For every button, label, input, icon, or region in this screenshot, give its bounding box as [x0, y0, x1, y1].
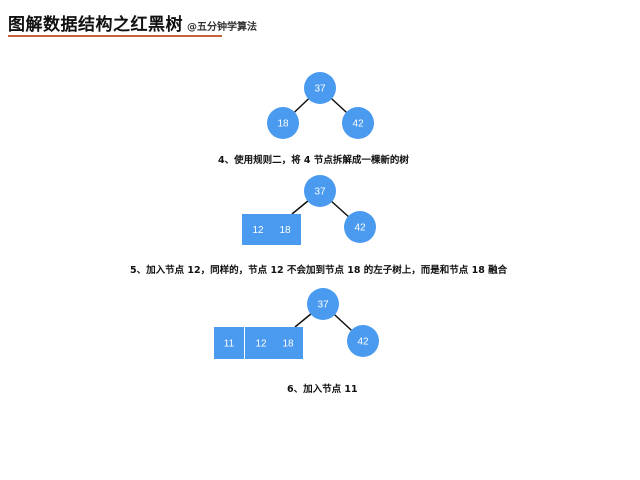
node-18 [267, 107, 299, 139]
node-42 [347, 325, 379, 357]
node-42-label: 42 [354, 223, 366, 234]
header: 图解数据结构之红黑树 @五分钟学算法 [8, 10, 257, 35]
title-underline [8, 35, 222, 37]
node-42-label: 42 [357, 337, 369, 348]
step-4-tree: 37 18 42 [267, 72, 374, 139]
node-37-label: 37 [314, 84, 326, 95]
step-5-caption: 5、加入节点 12，同样的，节点 12 不会加到节点 18 的左子树上，而是和节… [130, 265, 508, 276]
step-6-caption: 6、加入节点 11 [287, 384, 358, 395]
node-37 [304, 72, 336, 104]
merged-key-11: 11 [224, 339, 235, 350]
merged-key-12: 12 [252, 225, 264, 236]
step-4-caption: 4、使用规则二，将 4 节点拆解成一棵新的树 [218, 155, 409, 166]
node-37 [307, 288, 339, 320]
merged-key-18: 18 [282, 339, 294, 350]
node-42-label: 42 [352, 119, 364, 130]
node-37-label: 37 [317, 300, 329, 311]
merged-node-12-18 [242, 214, 301, 245]
node-42 [342, 107, 374, 139]
node-42 [344, 211, 376, 243]
merged-node-11 [214, 327, 244, 359]
merged-key-12: 12 [255, 339, 267, 350]
step-6-tree: 11 12 18 37 42 [214, 288, 379, 359]
node-37 [304, 175, 336, 207]
node-37-label: 37 [314, 187, 326, 198]
merged-node-12-18 [245, 327, 303, 359]
merged-key-18: 18 [279, 225, 291, 236]
step-5-tree: 12 18 37 42 [242, 175, 376, 245]
author-credit: @五分钟学算法 [187, 22, 257, 33]
node-18-label: 18 [277, 119, 289, 130]
page-title: 图解数据结构之红黑树 [8, 15, 183, 35]
